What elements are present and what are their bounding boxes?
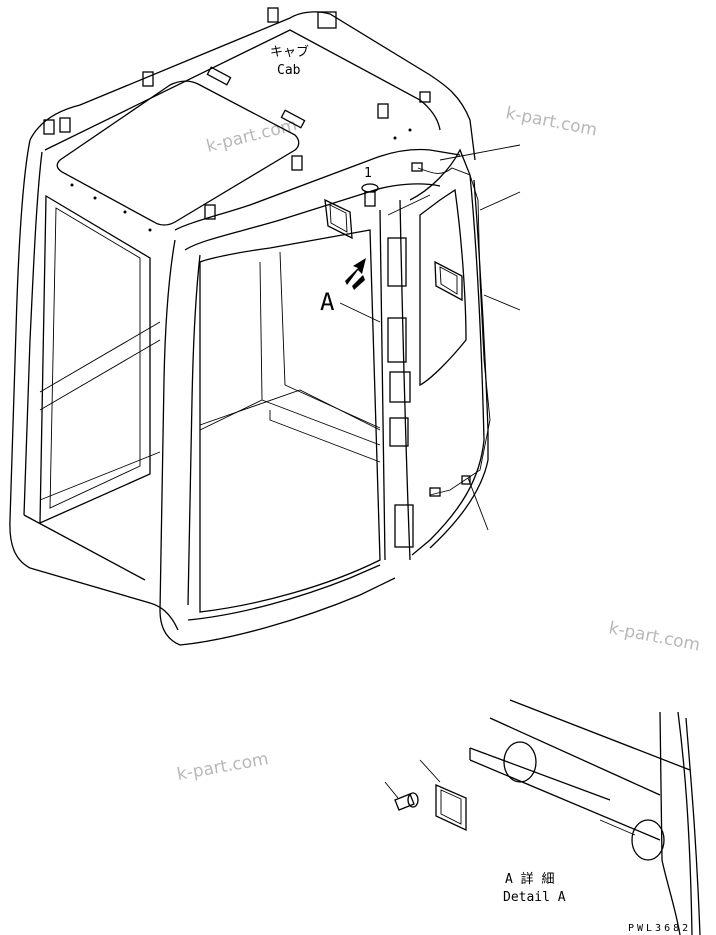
cab-label-ja: キャブ (270, 44, 309, 60)
drawing-code: PWL3682 (628, 923, 691, 934)
roof-fittings (43, 7, 431, 232)
watermark-4: k-part.com (175, 749, 270, 785)
callout-number: 1 (364, 166, 372, 181)
detail-label-ja: A 詳 細 (505, 871, 554, 887)
watermark-2: k-part.com (504, 103, 599, 140)
screw-detail (384, 781, 419, 811)
detail-label-en: Detail A (503, 890, 566, 905)
view-marker: A (320, 288, 335, 316)
speaker-left (324, 198, 353, 240)
view-arrow-icon (345, 258, 366, 290)
detail-a-view (469, 699, 701, 935)
wire-harness (417, 167, 491, 496)
speaker-right (434, 260, 463, 302)
bolt-part (361, 183, 379, 207)
leader-lines (387, 144, 521, 531)
speaker-detail (419, 759, 467, 832)
watermark-1: k-part.com (204, 115, 299, 157)
watermark-3: k-part.com (607, 618, 702, 655)
cab-label-en: Cab (277, 63, 301, 78)
cab-frame (9, 11, 489, 646)
